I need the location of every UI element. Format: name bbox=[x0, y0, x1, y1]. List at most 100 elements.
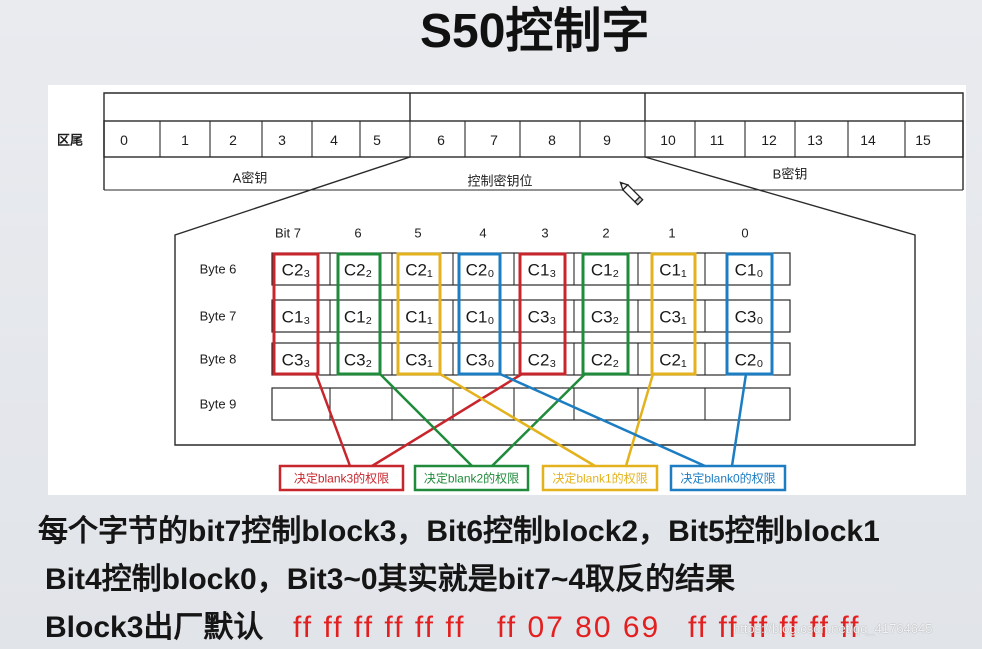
bit-cell-value: C2₂ bbox=[591, 351, 619, 370]
bit-cell-value: C1₁ bbox=[659, 261, 687, 280]
sector-byte-number: 1 bbox=[181, 132, 189, 148]
byte-row-frame bbox=[271, 342, 791, 376]
sector-byte-number: 15 bbox=[915, 132, 931, 148]
byte-label: Byte 7 bbox=[200, 309, 237, 324]
byte-label: Byte 8 bbox=[200, 352, 237, 367]
pencil-eraser bbox=[633, 195, 644, 206]
legend-box: 决定blank1的权限 bbox=[541, 464, 659, 492]
bit-column-highlight bbox=[650, 252, 697, 376]
bit-connector-line bbox=[371, 372, 523, 468]
note-line-1: 每个字节的bit7控制block3，Bit6控制block2，Bit5控制blo… bbox=[38, 515, 880, 548]
bit-cell-value: C1₀ bbox=[735, 261, 764, 280]
bit-cell-value: C3₁ bbox=[659, 308, 687, 327]
bit-cell-value: C3₃ bbox=[528, 308, 557, 327]
sector-byte-number: 4 bbox=[330, 132, 338, 148]
bit-cell-value: C3₀ bbox=[735, 308, 764, 327]
access-bits-expansion-frame bbox=[174, 156, 916, 446]
legend-frame bbox=[669, 464, 787, 492]
note-line-3-prefix: Block3出厂默认 bbox=[45, 611, 264, 644]
pencil-lead bbox=[620, 182, 624, 186]
bit-cell-value: C3₂ bbox=[591, 308, 619, 327]
bit-label: 3 bbox=[541, 226, 548, 241]
bit-label: 1 bbox=[668, 226, 675, 241]
bit-cell-value: C1₂ bbox=[591, 261, 619, 280]
bit-connector-line bbox=[314, 373, 352, 467]
bit-cell-value: C3₃ bbox=[282, 351, 311, 370]
bit-cell-value: C2₃ bbox=[528, 351, 557, 370]
sector-byte-number: 6 bbox=[437, 132, 445, 148]
sector-byte-number: 2 bbox=[229, 132, 237, 148]
sector-byte-number: 3 bbox=[278, 132, 286, 148]
legend-frame bbox=[541, 464, 659, 492]
bit-cell-value: C3₂ bbox=[344, 351, 372, 370]
legend-frame bbox=[278, 464, 405, 492]
group-label-b-key: B密钥 bbox=[773, 167, 808, 182]
sector-byte-number: 14 bbox=[860, 132, 876, 148]
byte-row-frame bbox=[271, 387, 791, 421]
byte-row: Byte 7 bbox=[200, 299, 791, 333]
bit-cell-value: C2₁ bbox=[405, 261, 433, 280]
legend-label: 决定blank3的权限 bbox=[294, 471, 389, 486]
sector-byte-number: 0 bbox=[120, 132, 128, 148]
group-label-a-key: A密钥 bbox=[233, 171, 268, 186]
bit-cell-value: C1₂ bbox=[344, 308, 372, 327]
legend-label: 决定blank1的权限 bbox=[552, 471, 647, 486]
default-key-a-value: ff ff ff ff ff ff bbox=[293, 611, 466, 644]
bit-connector-line bbox=[624, 373, 655, 467]
legend-frame bbox=[413, 464, 530, 492]
bit-cell-value: C3₁ bbox=[405, 351, 433, 370]
default-access-bits-value: ff 07 80 69 bbox=[497, 611, 661, 644]
bit-cell-value: C1₀ bbox=[466, 308, 495, 327]
bit-connector-line bbox=[730, 373, 748, 467]
note-line-2: Bit4控制block0，Bit3~0其实就是bit7~4取反的结果 bbox=[45, 563, 736, 596]
bit-column-highlight bbox=[272, 252, 320, 376]
watermark-url: https://blog.csdn.net/qq_41764645 bbox=[733, 621, 933, 636]
legend-box: 决定blank3的权限 bbox=[278, 464, 405, 492]
byte-row: Byte 9 bbox=[200, 387, 791, 421]
slide-title: S50控制字 bbox=[420, 5, 650, 58]
bit-connector-line bbox=[499, 372, 706, 468]
byte-label: Byte 6 bbox=[200, 262, 237, 277]
bit-connector-line bbox=[439, 372, 596, 468]
bit-column-highlight bbox=[725, 252, 774, 376]
bit-column-highlight bbox=[396, 252, 442, 376]
bit-cell-value: C3₀ bbox=[466, 351, 495, 370]
default-key-b-value: ff ff ff ff ff ff bbox=[688, 611, 861, 644]
sector-byte-number: 5 bbox=[373, 132, 381, 148]
bit-connector-line bbox=[491, 373, 586, 467]
sector-byte-number: 8 bbox=[548, 132, 556, 148]
bit-cell-value: C1₃ bbox=[282, 308, 311, 327]
bit-column-highlight bbox=[336, 252, 382, 376]
bit-label: 2 bbox=[602, 226, 609, 241]
legend-label: 决定blank0的权限 bbox=[680, 471, 775, 486]
byte-label: Byte 9 bbox=[200, 397, 237, 412]
sector-byte-number: 10 bbox=[660, 132, 676, 148]
legend-label: 决定blank2的权限 bbox=[424, 471, 519, 486]
bit-cell-value: C2₁ bbox=[659, 351, 687, 370]
bit-column-highlight bbox=[457, 252, 502, 376]
group-label-access-bits: 控制密钥位 bbox=[467, 174, 532, 189]
bit-cell-value: C1₃ bbox=[528, 261, 557, 280]
bit-label: 5 bbox=[414, 226, 421, 241]
bit-cell-value: C2₂ bbox=[344, 261, 372, 280]
bit-column-highlight bbox=[518, 252, 567, 376]
sector-byte-number: 13 bbox=[807, 132, 823, 148]
bit-label: Bit 7 bbox=[275, 226, 301, 241]
byte-row-frame bbox=[271, 299, 791, 333]
legend-box: 决定blank0的权限 bbox=[669, 464, 787, 492]
bit-cell-value: C2₀ bbox=[735, 351, 764, 370]
sector-bytes-row bbox=[103, 120, 964, 158]
sector-byte-number: 12 bbox=[761, 132, 777, 148]
bit-connector-line bbox=[379, 373, 473, 467]
legend-box: 决定blank2的权限 bbox=[413, 464, 530, 492]
bit-label: 0 bbox=[741, 226, 748, 241]
sector-trailer-label: 区尾 bbox=[57, 133, 83, 148]
pencil-cursor-icon bbox=[619, 181, 644, 206]
sector-byte-number: 7 bbox=[490, 132, 498, 148]
byte-row-frame bbox=[271, 252, 791, 286]
sector-byte-number: 9 bbox=[603, 132, 611, 148]
byte-row: Byte 8 bbox=[200, 342, 791, 376]
